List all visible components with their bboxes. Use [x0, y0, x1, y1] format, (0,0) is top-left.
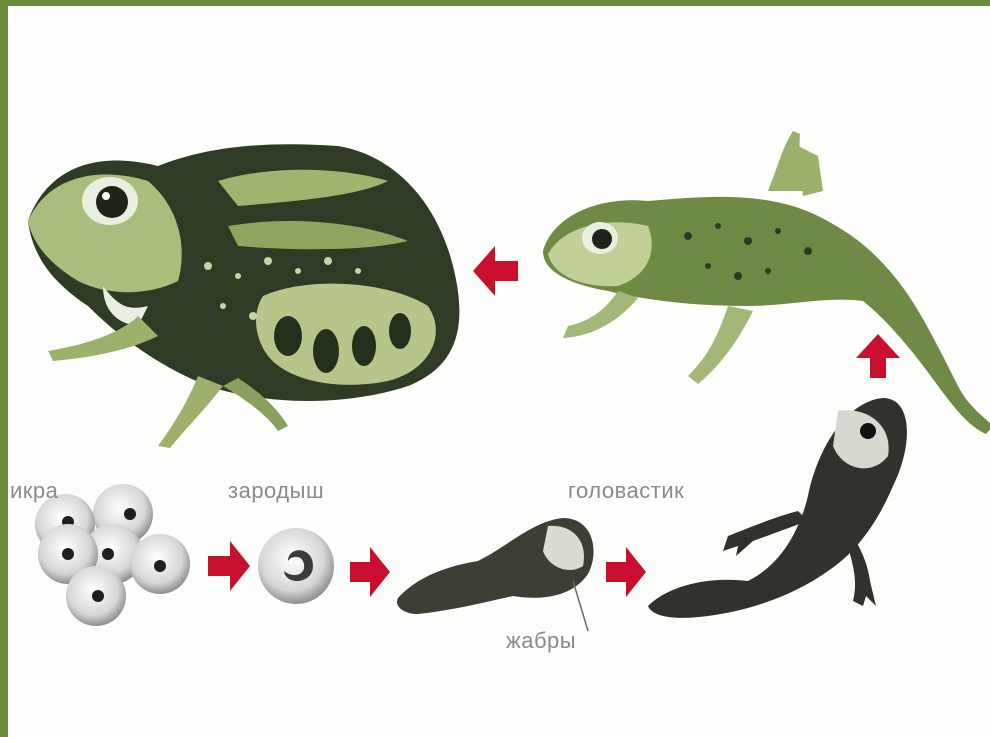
tadpole-with-legs: [648, 398, 907, 618]
egg-cluster: [35, 484, 190, 626]
arrow-left-icon: [473, 246, 518, 296]
arrow-right-icon: [606, 547, 646, 597]
label-gills: жабры: [506, 628, 576, 654]
gills-pointer: [573, 581, 588, 631]
label-embryo: зародыш: [228, 478, 324, 504]
embryo: [258, 528, 334, 604]
arrow-right-icon: [350, 547, 390, 597]
arrow-right-icon: [208, 541, 250, 591]
arrow-up-icon: [856, 334, 900, 378]
early-tadpole: [397, 518, 594, 631]
adult-frog: [28, 144, 459, 448]
froglet: [543, 131, 990, 434]
label-tadpole: головастик: [568, 478, 684, 504]
label-eggs: икра: [10, 478, 58, 504]
frog-life-cycle-illustration: [8, 6, 990, 737]
